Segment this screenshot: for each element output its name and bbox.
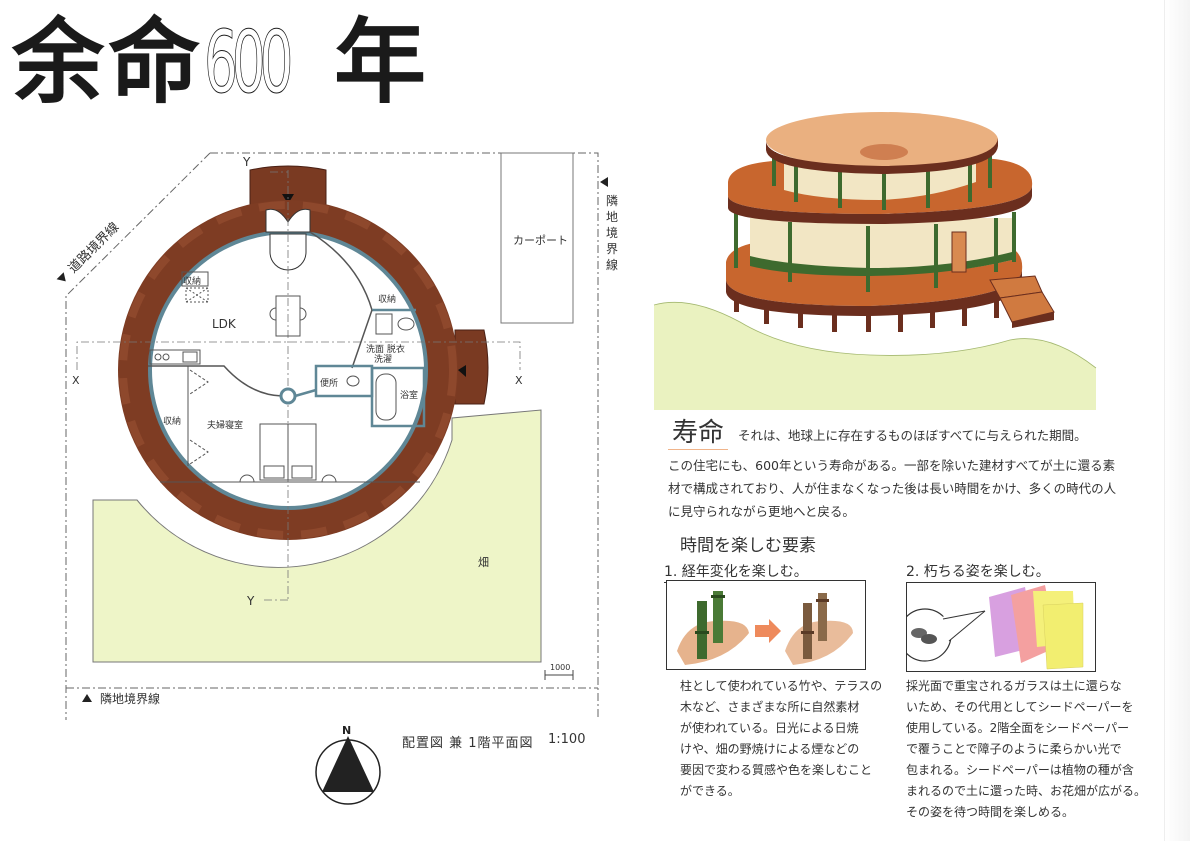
item1-line: ができる。 (680, 784, 740, 798)
lifespan-line: この住宅にも、600年という寿命がある。一部を除いた建材すべてが土に還る素 (668, 458, 1116, 474)
label-toilet: 便所 (320, 377, 338, 389)
title-part1: 余命 (12, 9, 205, 116)
drawing-caption: 配置図 兼 1階平面図 (402, 736, 534, 751)
svg-text:線: 線 (606, 257, 618, 272)
site-floor-plan: 道路境界線 隣 地 境 界 線 カーポート 畑 1000 隣地境界線 Y (56, 152, 618, 720)
label-storage-right: 収納 (378, 293, 396, 305)
item2-line: まれるので土に還った時、お花畑が広がる。 (906, 784, 1147, 798)
page-edge (1164, 0, 1190, 841)
item1-line: が使われている。日光による日焼 (680, 721, 859, 735)
title-number: 600 (204, 13, 294, 114)
site-boundary (65, 152, 599, 720)
item2-line: 包まれる。シードペーパーは植物の種が含 (906, 763, 1134, 777)
item1-line: 木など、さまざまな所に自然素材 (680, 700, 860, 714)
lifespan-line: に見守られながら更地へと戻る。 (668, 504, 855, 520)
label-bathroom: 浴室 (400, 389, 418, 401)
stairs (989, 275, 1055, 328)
north-label: N (342, 724, 351, 737)
section-y-top: Y (242, 155, 251, 169)
north-compass: N (315, 724, 381, 805)
poster-title: 余命 600 年 (12, 8, 430, 118)
svg-text:界: 界 (606, 242, 618, 256)
item1-line: けや、畑の野焼けによる煙などの (680, 742, 860, 756)
svg-text:地: 地 (606, 210, 618, 224)
section-x-right: X (515, 374, 523, 387)
item1-line: 要因で変わる質感や色を楽しむこと (680, 763, 873, 777)
lifespan-lead: それは、地球上に存在するものほぼすべてに与えられた期間。 (738, 428, 1087, 444)
section-x-left: X (72, 374, 80, 387)
roof (766, 112, 998, 168)
aging-illustration (666, 580, 866, 670)
item2-line: いため、その代用としてシードペーパーを (906, 700, 1134, 714)
item1-line: 柱として使われている竹や、テラスの (680, 679, 883, 693)
label-washroom: 洗面 脱衣 (366, 343, 405, 355)
label-laundry: 洗濯 (374, 353, 392, 365)
label-storage-topleft: 収納 (183, 275, 201, 287)
seed-paper-illustration (898, 582, 1096, 672)
field-label: 畑 (478, 556, 489, 569)
drawing-scale: 1:100 (548, 732, 586, 747)
lifespan-line: 材で構成されており、人が住まなくなった後は長い時間をかけ、多くの時代の人 (668, 481, 1117, 497)
house-perspective (653, 112, 1097, 410)
item2-line: その姿を待つ時間を楽しめる。 (906, 805, 1075, 819)
label-master-bedroom: 夫婦寝室 (207, 419, 243, 431)
svg-text:隣: 隣 (606, 193, 618, 208)
field-area (92, 409, 542, 663)
section-y-bottom: Y (246, 594, 255, 608)
carport-label: カーポート (513, 234, 568, 247)
neighbor-boundary-right-label: 隣 地 境 界 線 (606, 193, 618, 272)
carport (500, 152, 574, 324)
scale-bar (544, 670, 574, 680)
lifespan-section: 寿命 それは、地球上に存在するものほぼすべてに与えられた期間。 この住宅にも、6… (668, 419, 1188, 523)
entrance-north (249, 165, 327, 206)
title-part2: 年 (334, 9, 431, 116)
svg-text:境: 境 (606, 225, 618, 240)
item2-line: 採光面で重宝されるガラスは土に還らな (906, 679, 1122, 693)
item2-line: 使用している。2階全面をシードペーパー (906, 721, 1130, 735)
item2-text: 採光面で重宝されるガラスは土に還らな いため、その代用としてシードペーパーを 使… (906, 676, 1154, 823)
item1-text: 柱として使われている竹や、テラスの 木など、さまざまな所に自然素材 が使われてい… (680, 676, 890, 802)
label-ldk: LDK (212, 317, 237, 331)
entrance-east (454, 329, 489, 405)
item2-heading: 2. 朽ちる姿を楽しむ。 (906, 561, 1050, 583)
road-boundary-label: 道路境界線 (56, 219, 122, 282)
scale-bar-label: 1000 (550, 663, 570, 672)
ground-hill (654, 302, 1096, 410)
lifespan-heading: 寿命 (668, 419, 729, 451)
elements-title: 時間を楽しむ要素 (680, 536, 816, 556)
label-storage-bedroom: 収納 (163, 415, 181, 427)
item2-line: で覆うことで障子のように柔らかい光で (906, 742, 1122, 756)
neighbor-boundary-bottom-label: 隣地境界線 (100, 691, 160, 706)
